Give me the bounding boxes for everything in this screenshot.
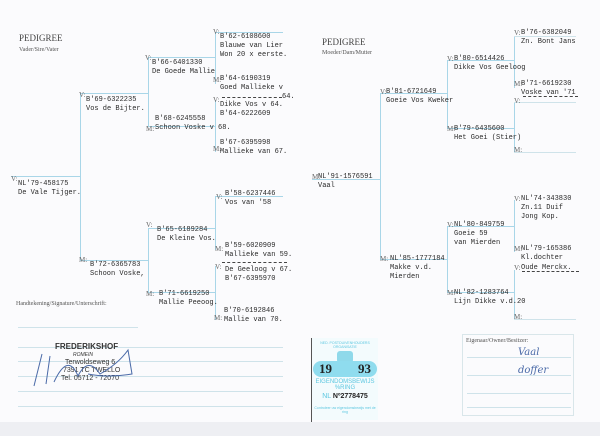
pigeon-name: De Vale Tijger. bbox=[18, 189, 82, 197]
owner-box: Eigenaar/Owner/Besitzer: Vaal doffer bbox=[462, 334, 574, 416]
ring-number: Nº2778475 bbox=[332, 393, 368, 400]
left-g4-3: V:Dikke Vos v 64.B'64-6222609 bbox=[213, 96, 284, 118]
left-subject: V: NL'79-458175 De Vale Tijger. bbox=[11, 175, 82, 197]
owner-note: doffer bbox=[518, 365, 549, 376]
right-subtitle: Moeder/Dam/Mutter bbox=[322, 50, 372, 56]
address-stamp: FREDERIKSHOF ROMEIN Terwoldseweg 6 7391 … bbox=[55, 342, 121, 383]
left-subtitle: Vader/Sire/Vater bbox=[19, 47, 59, 53]
signature-label: Handtekening/Signature/Unterschrift: bbox=[16, 301, 107, 307]
lion-emblem-icon bbox=[337, 351, 353, 363]
left-g4-7: V:De Geeloog v 67.B'67-6395970 bbox=[215, 263, 293, 283]
right-g4-7: V:Oude Merckx. bbox=[514, 264, 572, 272]
left-title: PEDIGREE bbox=[19, 33, 63, 43]
owner-name: Vaal bbox=[518, 347, 540, 358]
right-title: PEDIGREE bbox=[322, 37, 366, 47]
left-dam: M: B'72-6365783 Schoon Voske, bbox=[79, 256, 145, 278]
left-sire: V: B'69-6322235 Vos de Bijter. bbox=[79, 91, 145, 113]
handwritten-signature bbox=[33, 348, 133, 387]
ring-number: NL'79-458175 bbox=[18, 180, 69, 188]
